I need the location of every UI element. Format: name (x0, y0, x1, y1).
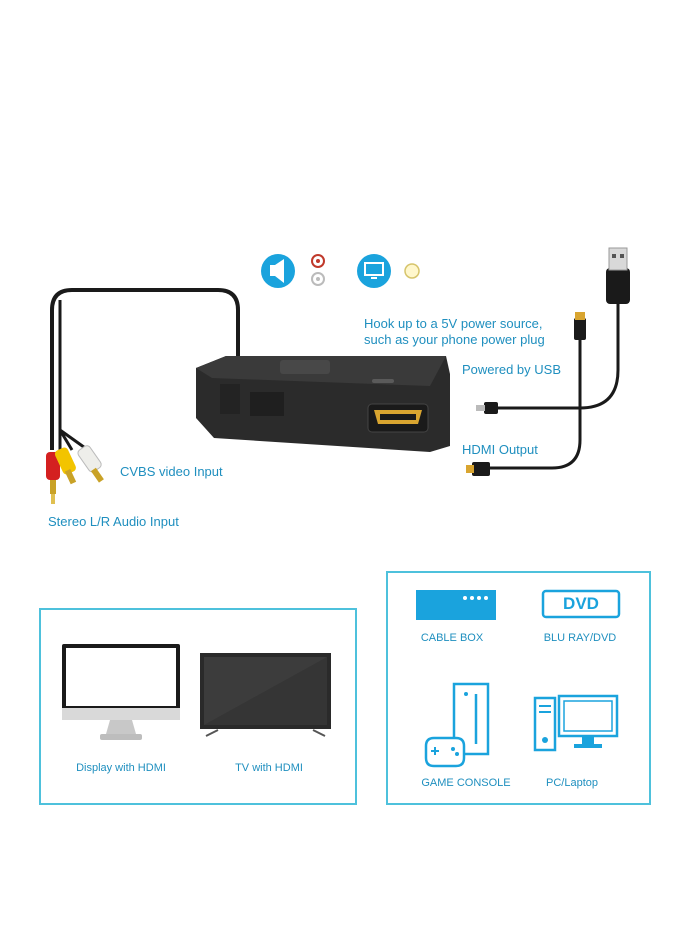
hdmi-cable (466, 312, 586, 476)
tv-label: TV with HDMI (235, 762, 303, 774)
rca-audio-jacks-icon (311, 254, 325, 286)
cable-box-label: CABLE BOX (420, 632, 484, 644)
power-source-label: Hook up to a 5V power source, (364, 316, 543, 331)
powered-by-usb-label: Powered by USB (462, 362, 561, 377)
hdmi-port (367, 403, 429, 433)
hdmi-output-label: HDMI Output (462, 442, 538, 457)
display-label: Display with HDMI (76, 762, 166, 774)
cable-box-icon (416, 590, 496, 620)
game-console-label: GAME CONSOLE (421, 777, 511, 789)
stereo-input-label: Stereo L/R Audio Input (48, 514, 179, 529)
dvd-badge-text: DVD (563, 594, 599, 613)
monitor-icon (62, 644, 180, 740)
audio-icon (261, 254, 295, 288)
source-devices-box (386, 571, 651, 805)
video-icon (357, 254, 391, 288)
tv-icon (200, 653, 331, 737)
rca-cable (50, 288, 240, 452)
cvbs-input-label: CVBS video Input (120, 464, 223, 479)
rca-plug-red (46, 452, 60, 504)
bluray-label: BLU RAY/DVD (543, 632, 617, 644)
rca-plug-white (77, 445, 104, 483)
rca-plug-yellow (54, 447, 77, 485)
game-console-icon (424, 682, 490, 768)
dvd-icon (541, 589, 621, 619)
pc-label: PC/Laptop (546, 777, 598, 789)
power-source-label-line-2: such as your phone power plug (364, 332, 545, 347)
output-devices-box (39, 608, 357, 805)
pc-icon (533, 694, 619, 752)
rca-video-jack-icon (404, 263, 420, 279)
